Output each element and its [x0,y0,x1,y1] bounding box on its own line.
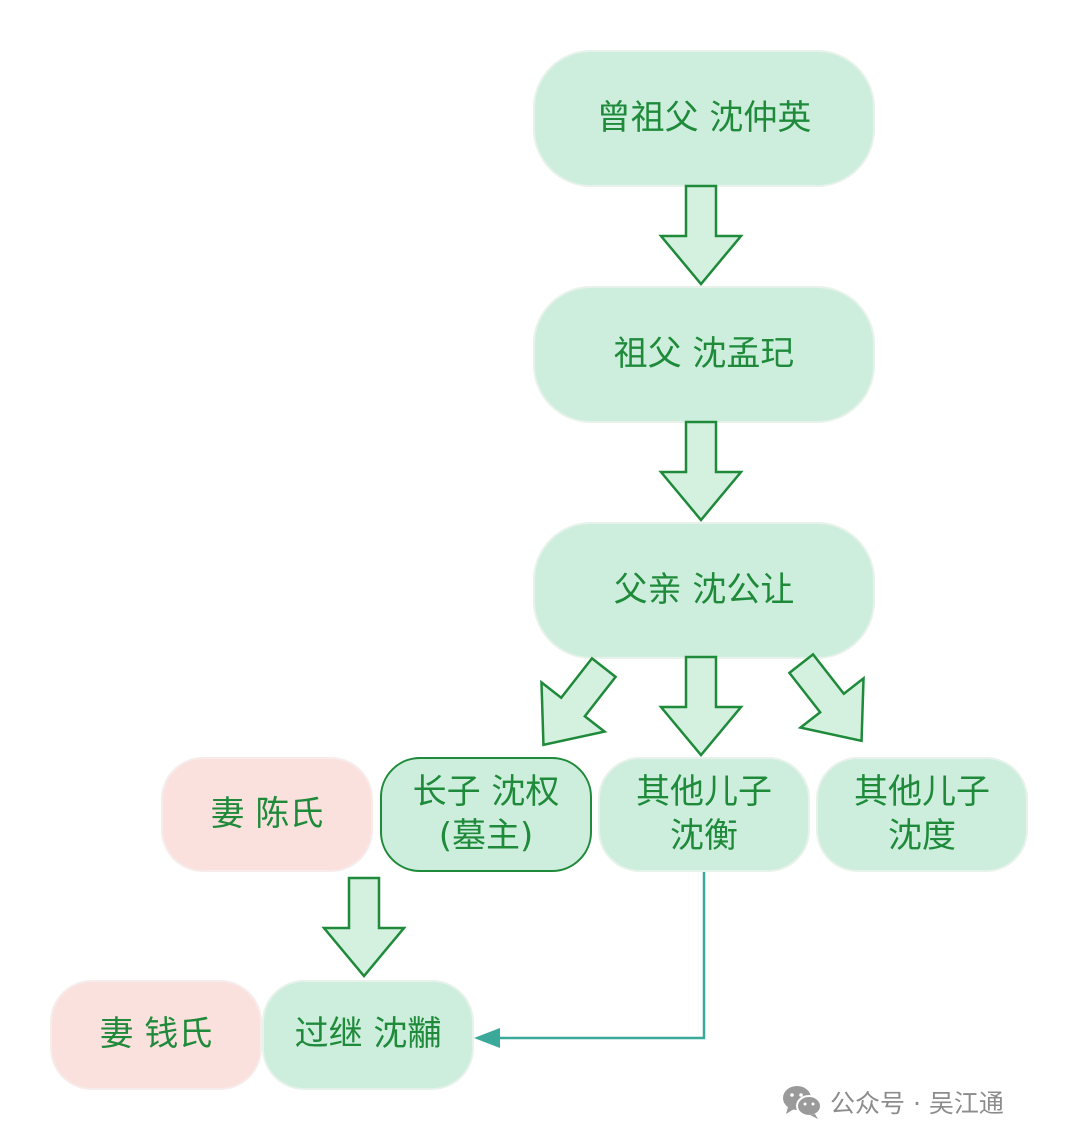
arrow-wife-chen-to-adopted-son [322,876,406,978]
arrow-grandfather-to-father [659,420,743,522]
connector-heng-to-adopted-son [474,872,706,1048]
arrow-great-grandfather-to-grandfather [659,184,743,286]
arrow-father-to-other-son-du [768,637,895,767]
watermark-text: 公众号 · 吴江通 [830,1089,1004,1118]
arrow-father-to-eldest-son [510,641,637,771]
node-adopted-son: 过继 沈黼 [262,980,474,1090]
node-other-son-heng: 其他儿子 沈衡 [598,757,810,872]
node-other-son-du: 其他儿子 沈度 [816,757,1028,872]
node-wife-qian: 妻 钱氏 [50,980,262,1090]
wechat-icon [783,1086,822,1119]
node-grandfather: 祖父 沈孟玘 [533,286,875,423]
watermark: 公众号 · 吴江通 [782,1082,1004,1122]
node-great-grandfather: 曾祖父 沈仲英 [533,50,875,187]
node-wife-chen: 妻 陈氏 [161,757,373,872]
node-eldest-son: 长子 沈权 (墓主) [380,757,592,872]
arrow-father-to-other-son-heng [659,655,743,757]
